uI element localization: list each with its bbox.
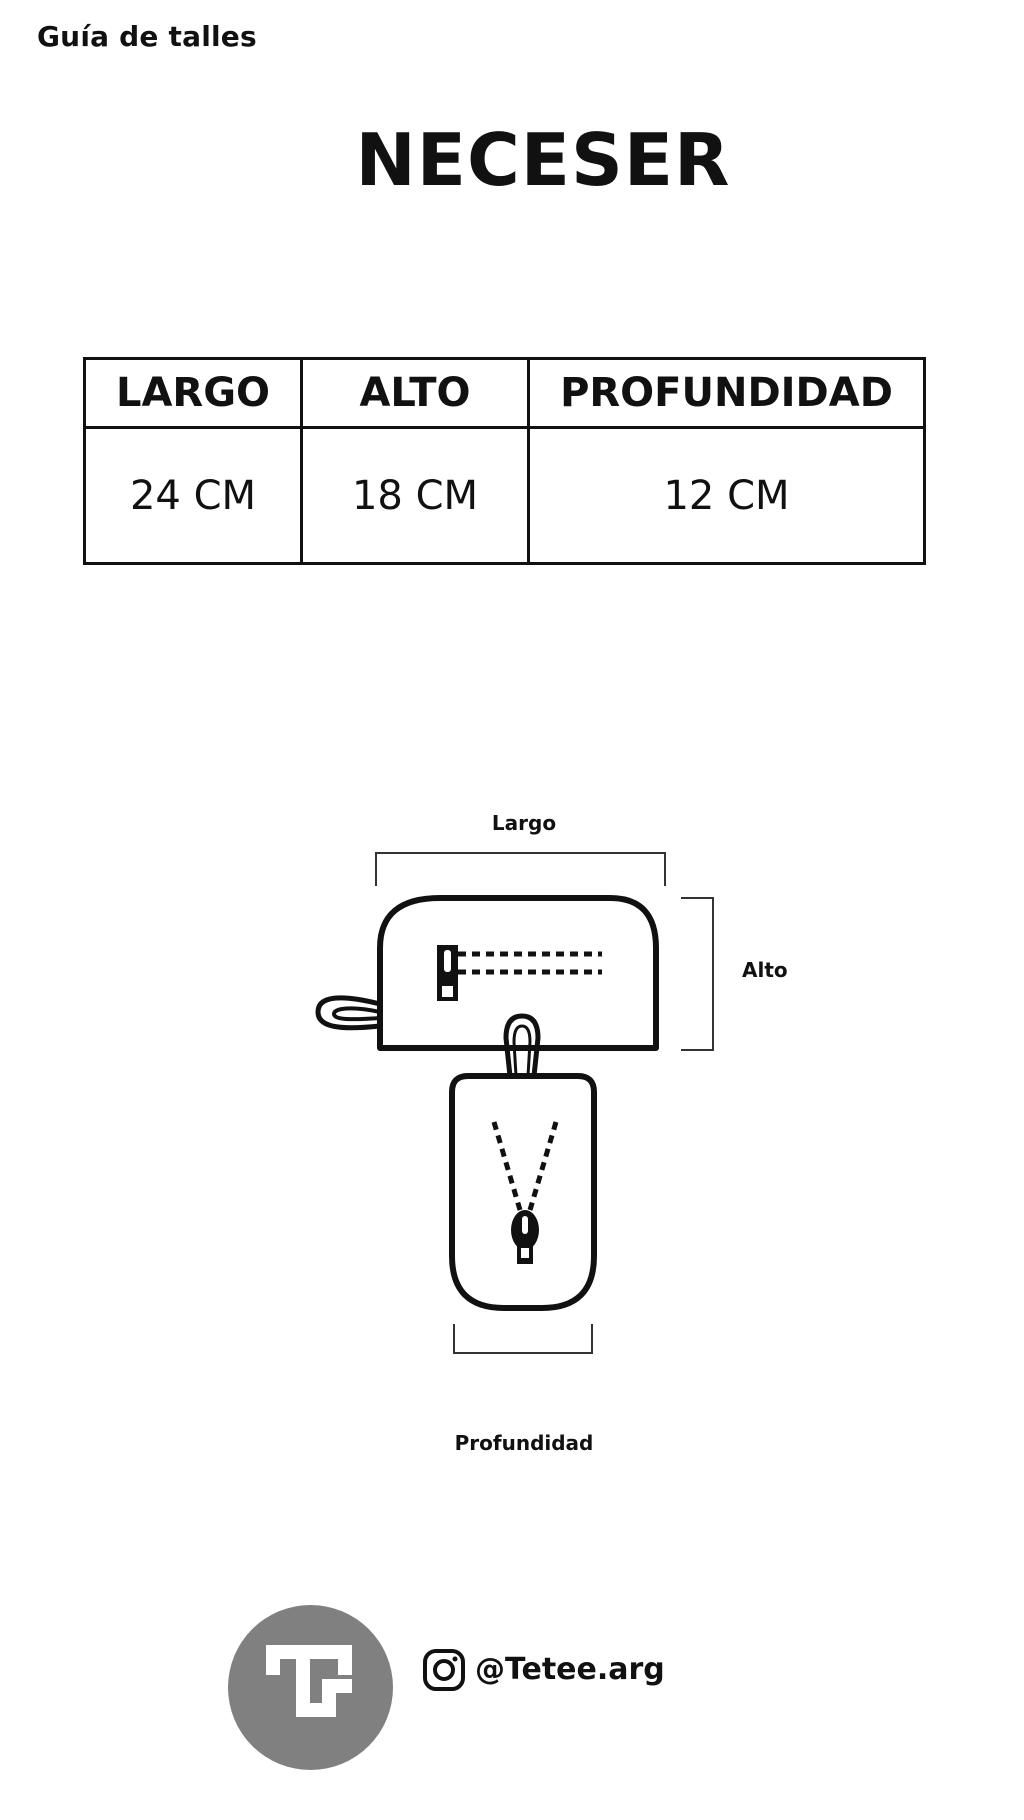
value-profundidad: 12 CM	[527, 426, 926, 565]
header-alto: ALTO	[300, 357, 530, 429]
profundidad-bracket	[453, 1324, 593, 1354]
largo-label: Largo	[492, 811, 556, 835]
profundidad-label: Profundidad	[455, 1431, 594, 1455]
header-profundidad: PROFUNDIDAD	[527, 357, 926, 429]
header-largo: LARGO	[83, 357, 303, 429]
side-view-bag	[315, 895, 659, 1051]
guide-label: Guía de talles	[37, 20, 257, 53]
page-title: NECESER	[355, 118, 731, 202]
alto-bracket	[681, 897, 714, 1051]
value-largo: 24 CM	[83, 426, 303, 565]
table-header-row: LARGO ALTO PROFUNDIDAD	[83, 357, 926, 429]
table-row: 24 CM 18 CM 12 CM	[83, 426, 926, 565]
largo-bracket	[375, 852, 666, 886]
size-table: LARGO ALTO PROFUNDIDAD 24 CM 18 CM 12 CM	[83, 357, 926, 565]
instagram-icon	[423, 1649, 465, 1691]
neceser-diagram: Largo Alto	[0, 790, 1024, 1470]
instagram-handle[interactable]: @Tetee.arg	[475, 1652, 665, 1687]
brand-logo	[228, 1605, 393, 1770]
value-alto: 18 CM	[300, 426, 530, 565]
alto-label: Alto	[742, 958, 788, 982]
front-view-bag	[449, 1013, 597, 1311]
